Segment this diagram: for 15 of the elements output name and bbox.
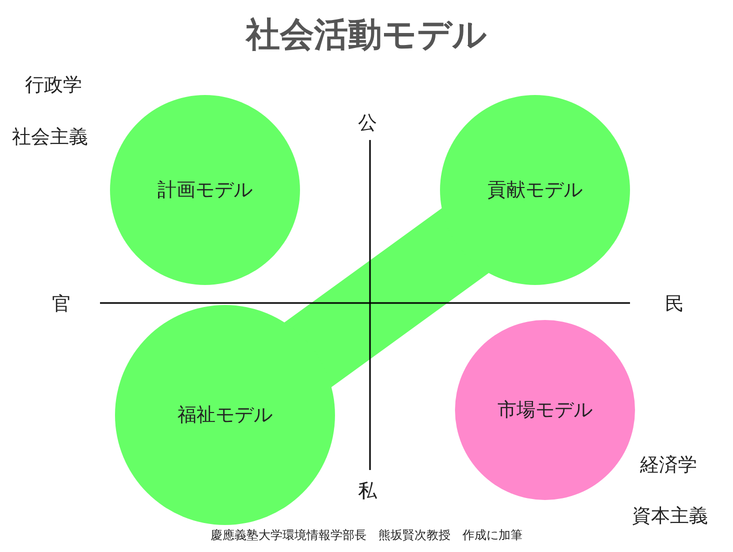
ideology-label: 社会主義 xyxy=(12,125,88,150)
model-label: 計画モデル xyxy=(158,178,252,203)
axis-label: 私 xyxy=(358,479,377,504)
connecting-band xyxy=(283,208,489,388)
model-label: 福祉モデル xyxy=(178,403,272,428)
axis-label: 民 xyxy=(665,292,684,317)
title: 社会活動モデル xyxy=(244,14,488,57)
model-label: 市場モデル xyxy=(498,398,592,423)
caption: 慶應義塾大学環境情報学部長 熊坂賢次教授 作成に加筆 xyxy=(210,527,524,544)
discipline-label: 経済学 xyxy=(640,453,697,478)
model-label: 貢献モデル xyxy=(488,178,582,203)
axis-label: 官 xyxy=(52,292,71,317)
discipline-label: 行政学 xyxy=(25,73,82,98)
axis-label: 公 xyxy=(358,111,377,136)
ideology-label: 資本主義 xyxy=(632,504,708,529)
